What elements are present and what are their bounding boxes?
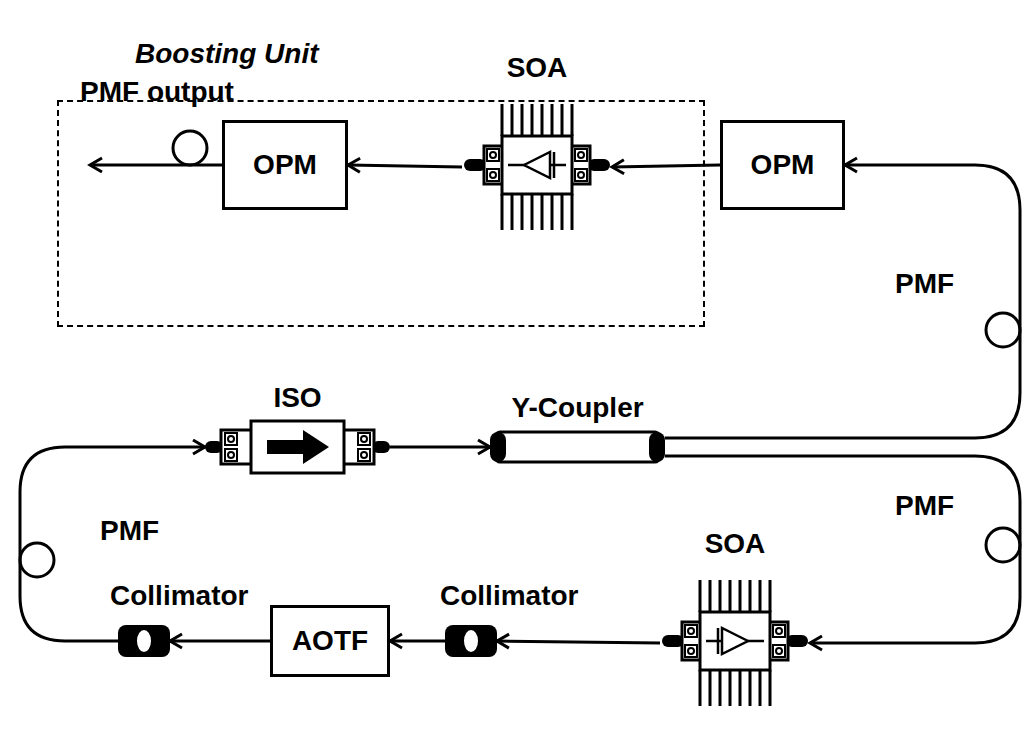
fiber-label: PMF output (80, 76, 234, 108)
coupler-symbol (490, 429, 665, 465)
device-label: OPM (751, 149, 815, 181)
group-heading: Boosting Unit (135, 38, 319, 70)
fiber-label: PMF (895, 268, 954, 300)
device-label: ISO (273, 382, 321, 414)
fiber-coil (20, 543, 54, 577)
group-box: Boosting UnitOPMSOA (57, 100, 705, 327)
device-box: OPM (720, 120, 845, 210)
device-label: SOA (507, 52, 568, 84)
isolator-symbol (205, 417, 390, 477)
device-label: Collimator (440, 580, 578, 612)
device-symbol: SOA (462, 50, 612, 234)
fiber-label: PMF (100, 515, 159, 547)
device-symbol: ISO (205, 380, 390, 477)
device-symbol: Collimator (440, 578, 620, 659)
output-fiber (90, 164, 222, 167)
soa-symbol (660, 576, 810, 710)
fiber-connector (390, 640, 445, 643)
fiber-coil (986, 528, 1020, 562)
fiber-label: PMF (895, 490, 954, 522)
device-label: Collimator (110, 580, 248, 612)
device-label: OPM (253, 149, 317, 181)
fiber-connector (497, 641, 660, 643)
collimator-symbol (445, 623, 497, 659)
device-symbol: Y-Coupler (490, 390, 665, 465)
device-label: Y-Coupler (511, 392, 643, 424)
fiber-connector (348, 165, 462, 167)
device-symbol: Collimator (110, 578, 280, 659)
device-box: OPM (222, 120, 348, 210)
fiber-connector (390, 446, 490, 449)
fiber-coil (173, 131, 207, 165)
collimator-symbol (118, 623, 170, 659)
device-label: SOA (705, 528, 766, 560)
device-label: AOTF (292, 625, 368, 657)
device-box: AOTF (270, 605, 390, 677)
fiber-connector (170, 640, 270, 643)
soa-symbol (462, 100, 612, 234)
fiber-coil (986, 313, 1020, 347)
fiber-connector (20, 447, 205, 641)
device-symbol: SOA (660, 526, 810, 710)
